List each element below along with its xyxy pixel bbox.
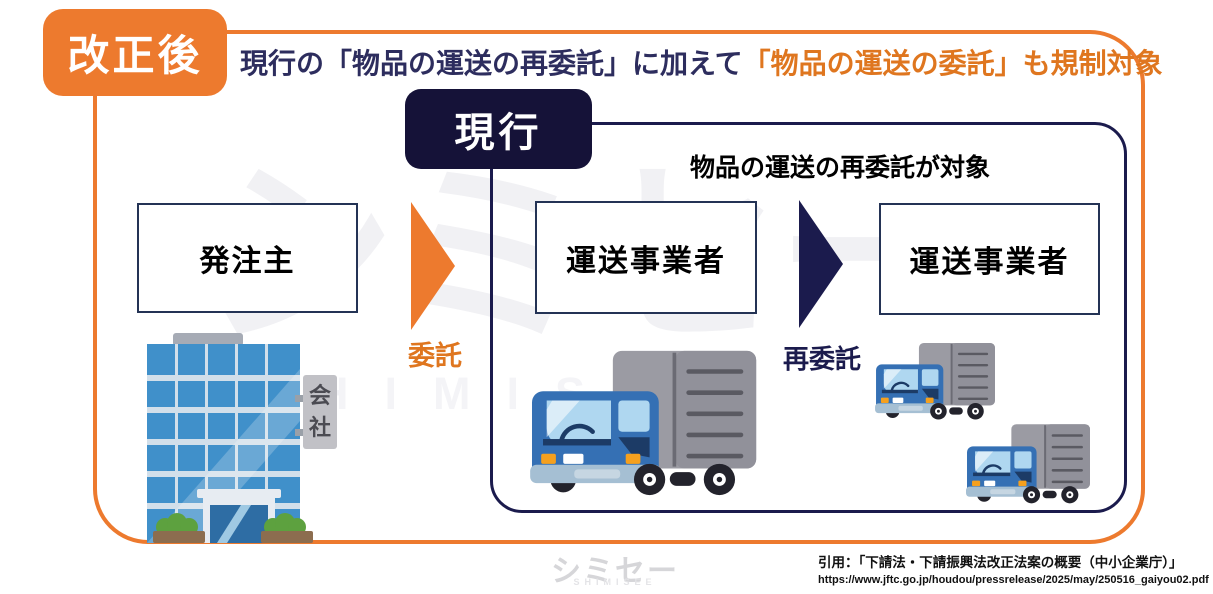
office-building-illustration: 会 社 — [147, 333, 337, 543]
citation: 引用：「下請法・下請振興法改正法案の概要（中小企業庁）」 https://www… — [818, 551, 1209, 586]
headline: 現行の「物品の運送の再委託」に加えて「物品の運送の委託」も規制対象 — [240, 42, 1163, 82]
orderer-box: 発注主 — [137, 203, 358, 313]
current-scope-title: 物品の運送の再委託が対象 — [689, 154, 990, 182]
consignment-arrow-icon — [411, 202, 455, 330]
headline-prefix: 現行の「物品の運送の再委託」に加えて — [240, 48, 743, 79]
carrier-second-box: 運送事業者 — [879, 203, 1100, 315]
citation-title: 引用：「下請法・下請振興法改正法案の概要（中小企業庁）」 — [818, 555, 1183, 570]
carrier-first-box: 運送事業者 — [535, 201, 757, 314]
truck-illustration-large — [530, 349, 760, 496]
bush-right — [261, 513, 313, 543]
bush-left — [153, 513, 205, 543]
revised-law-frame — [93, 30, 1145, 544]
footer-logo: シミセー — [551, 555, 679, 588]
citation-url: https://www.jftc.go.jp/houdou/pressrelea… — [818, 574, 1209, 586]
after-revision-badge: 改正後 — [43, 9, 227, 96]
current-law-badge: 現行 — [405, 89, 592, 169]
reconsignment-arrow-icon — [799, 200, 843, 328]
footer-logo-subtext: SHIMISEE — [573, 577, 657, 587]
company-sign — [303, 375, 337, 449]
current-law-frame — [490, 122, 1127, 513]
company-sign-char-1: 会 — [309, 383, 331, 408]
headline-highlight: 「物品の運送の委託」も規制対象 — [742, 48, 1163, 79]
truck-illustration-small-1 — [875, 342, 997, 420]
building-roof-vent — [173, 333, 243, 346]
reconsignment-label: 再委託 — [782, 344, 861, 374]
company-sign-char-2: 社 — [309, 415, 331, 440]
truck-illustration-small-2 — [966, 423, 1092, 504]
consignment-label: 委託 — [408, 341, 462, 371]
